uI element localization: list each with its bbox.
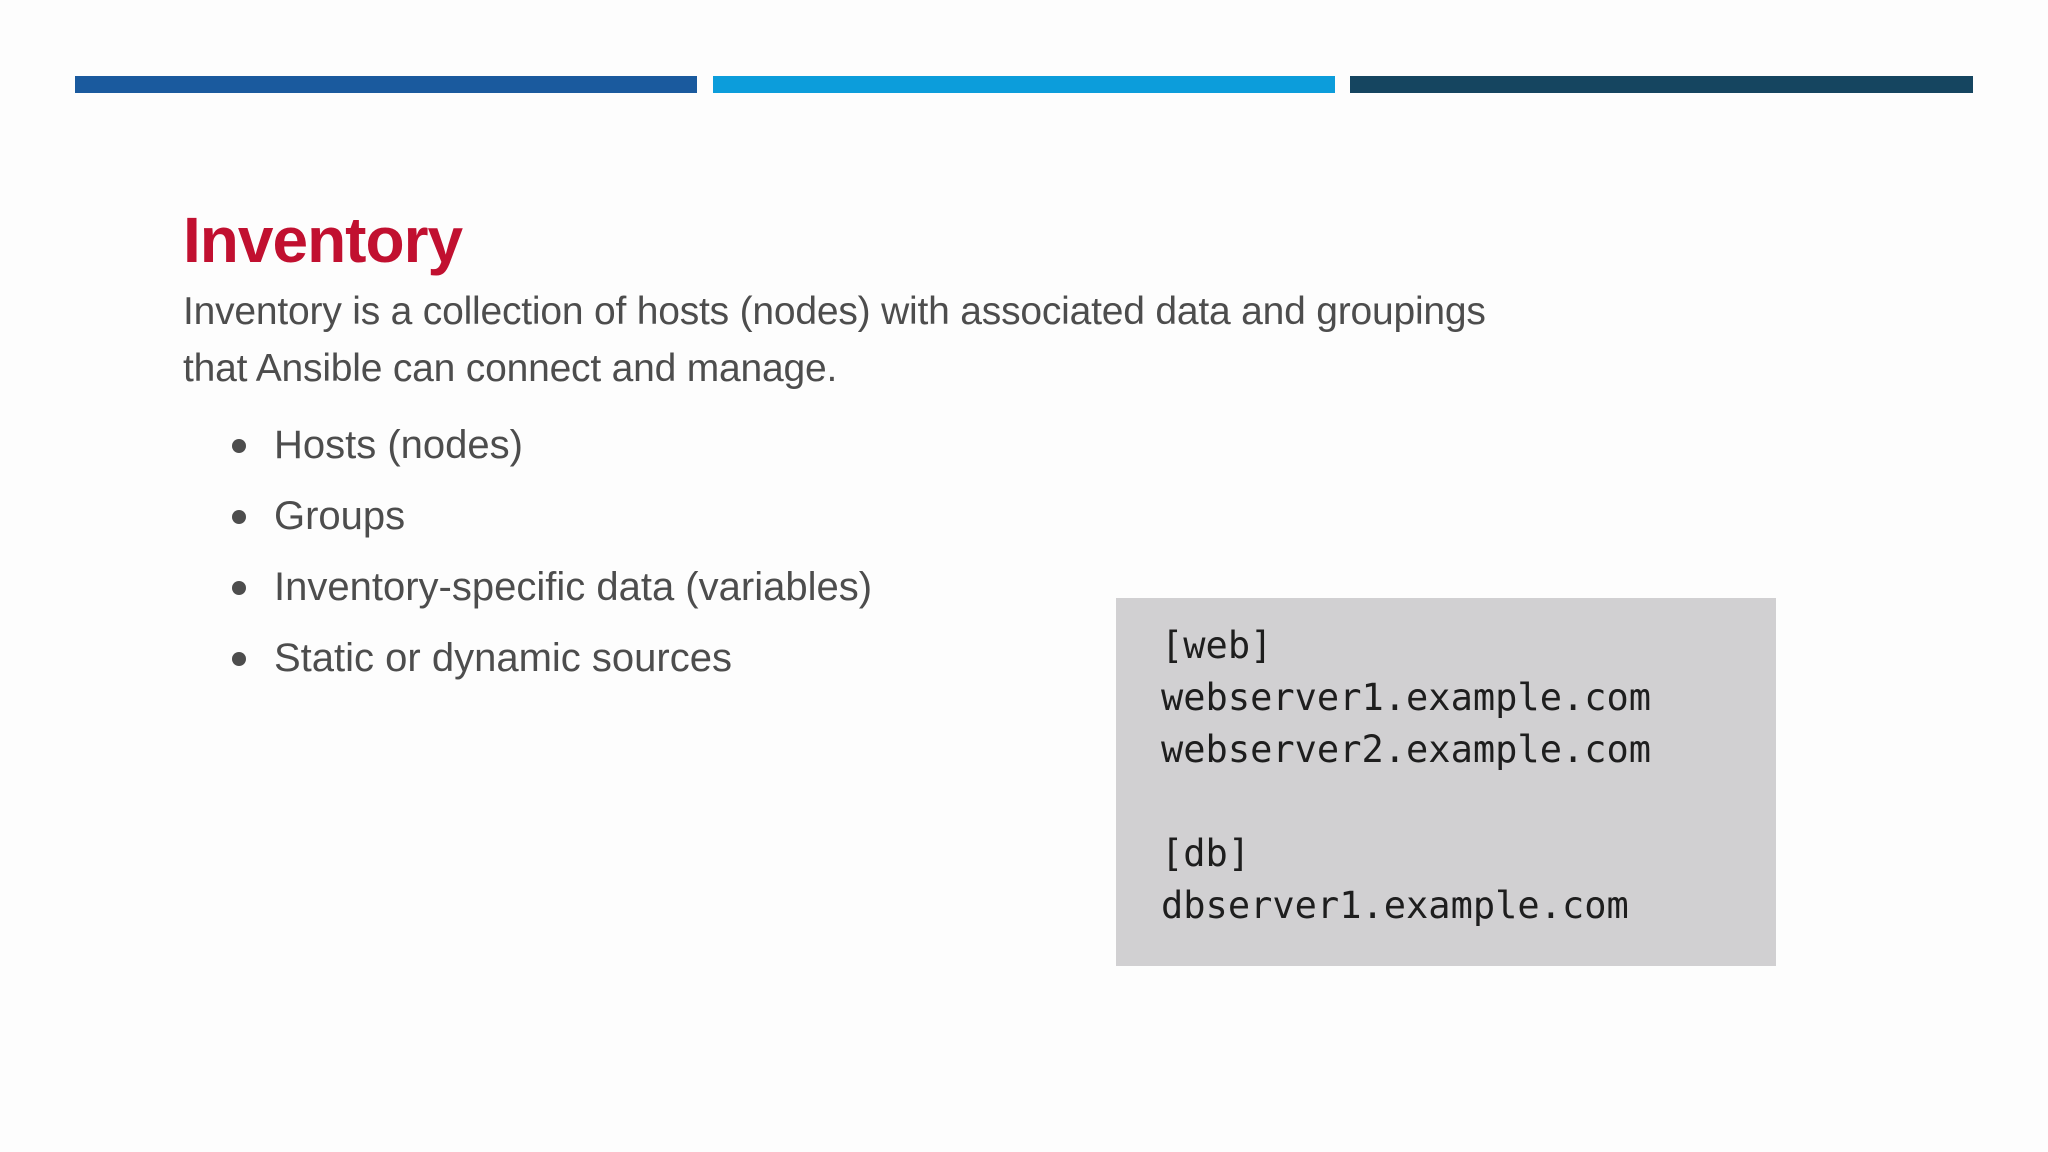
- inventory-code-box: [web] webserver1.example.com webserver2.…: [1116, 598, 1776, 966]
- bullet-icon: [232, 580, 246, 595]
- list-item: Hosts (nodes): [232, 410, 872, 481]
- inventory-code-text: [web] webserver1.example.com webserver2.…: [1161, 624, 1652, 927]
- bullet-list: Hosts (nodes) Groups Inventory-specific …: [232, 410, 872, 694]
- list-item-label: Groups: [274, 494, 406, 538]
- intro-line-1: Inventory is a collection of hosts (node…: [183, 290, 1486, 333]
- accent-bar-segment-left: [75, 76, 697, 93]
- intro-paragraph: Inventory is a collection of hosts (node…: [183, 283, 1486, 397]
- bullet-icon: [232, 509, 246, 524]
- accent-bar-segment-right: [1350, 76, 1973, 93]
- bullet-icon: [232, 438, 246, 453]
- list-item-label: Hosts (nodes): [274, 423, 523, 467]
- accent-bar-segment-middle: [713, 76, 1335, 93]
- list-item: Inventory-specific data (variables): [232, 552, 872, 623]
- bullet-icon: [232, 651, 246, 666]
- list-item: Static or dynamic sources: [232, 623, 872, 694]
- intro-line-2: that Ansible can connect and manage.: [183, 347, 838, 390]
- top-accent-bar: [75, 76, 1973, 93]
- list-item: Groups: [232, 481, 872, 552]
- list-item-label: Static or dynamic sources: [274, 636, 732, 680]
- list-item-label: Inventory-specific data (variables): [274, 565, 873, 609]
- page-title: Inventory: [183, 203, 463, 276]
